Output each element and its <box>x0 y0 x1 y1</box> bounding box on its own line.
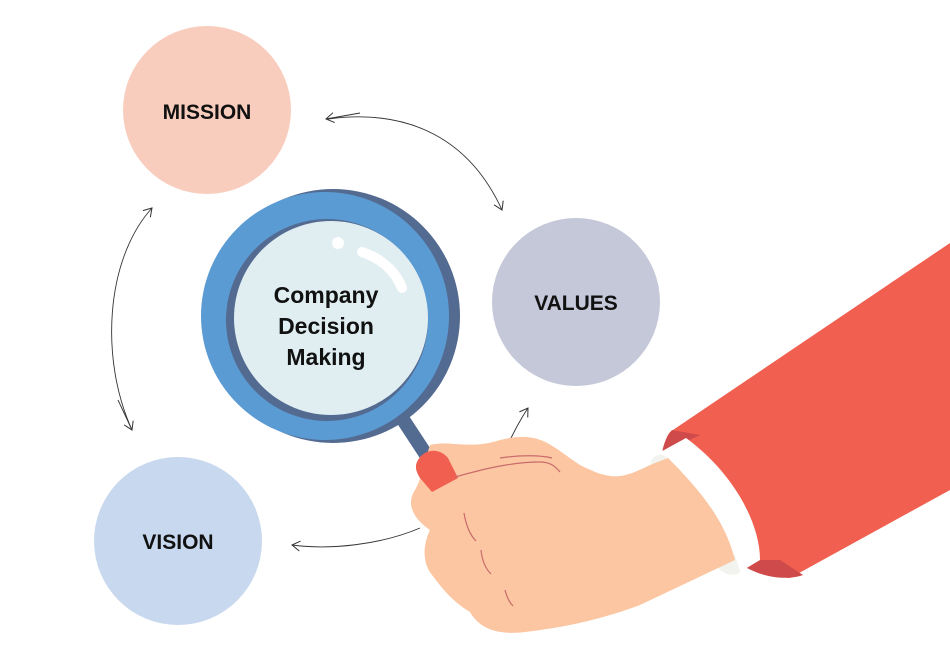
arrow-vision-mission <box>111 207 153 431</box>
mission-label: MISSION <box>163 101 252 124</box>
mission-circle <box>123 26 291 194</box>
hand-holding-magnifier <box>410 243 950 633</box>
values-circle <box>492 218 660 386</box>
lens-highlight-dot <box>332 237 344 249</box>
finger-crease-2 <box>480 549 492 575</box>
vision-label: VISION <box>142 531 213 554</box>
magnifier-grip <box>415 450 458 492</box>
center-line-1: Company <box>274 282 379 308</box>
arrow-mission-vision-head <box>117 399 134 431</box>
arrow-to-vision <box>291 527 421 552</box>
lens-highlight-arc <box>357 247 407 293</box>
finger-crease-3 <box>504 589 514 607</box>
center-line-2: Decision <box>278 313 374 339</box>
finger-crease-1 <box>463 512 477 542</box>
vision-circle <box>94 457 262 625</box>
lens-glass <box>234 221 428 415</box>
values-label: VALUES <box>534 292 618 315</box>
arrow-mission-to-values <box>327 116 504 211</box>
center-line-3: Making <box>286 344 365 370</box>
knuckle-line <box>499 455 553 459</box>
arrow-values-to-mission-head <box>325 112 361 123</box>
mission-node: MISSION <box>123 26 291 194</box>
values-node: VALUES <box>492 218 660 386</box>
hand <box>410 436 735 633</box>
vision-node: VISION <box>94 457 262 625</box>
magnifying-glass-icon: Company Decision Making <box>201 189 460 483</box>
finger-line <box>454 461 561 478</box>
